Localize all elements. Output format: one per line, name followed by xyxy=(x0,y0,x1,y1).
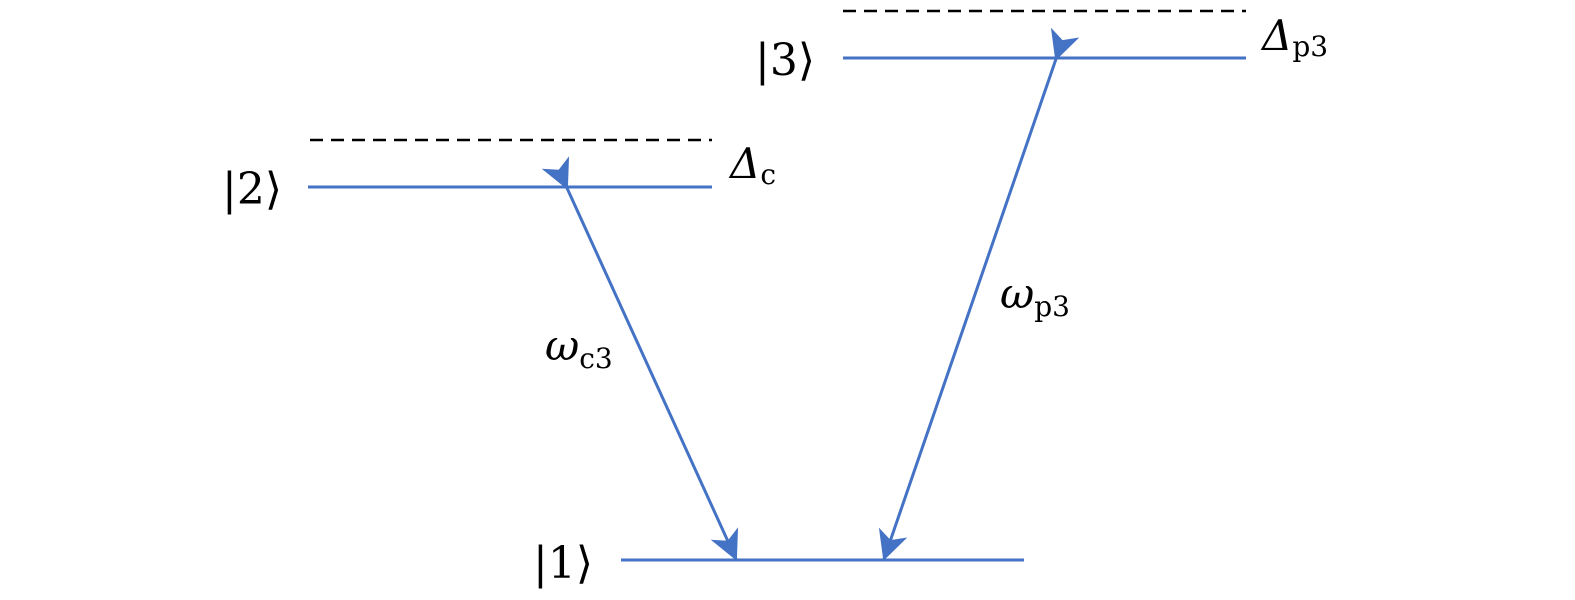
transition-arrow-c3 xyxy=(541,156,739,561)
detuning-subscript-c: c xyxy=(760,158,776,191)
detuning-label-p3: Δp3 xyxy=(1260,11,1328,63)
detuning-symbol-p3: Δ xyxy=(1260,11,1292,60)
detuning-subscript-p3: p3 xyxy=(1292,30,1328,63)
level-label-2: |2⟩ xyxy=(222,164,282,215)
transition-label-c3: ωc3 xyxy=(545,321,613,375)
transition-symbol-c3: ω xyxy=(545,321,579,370)
transition-symbol-p3: ω xyxy=(1000,269,1034,318)
level-label-1: |1⟩ xyxy=(533,538,593,589)
transition-subscript-c3: c3 xyxy=(579,342,613,375)
transition-subscript-p3: p3 xyxy=(1034,290,1070,323)
detuning-label-c: Δc xyxy=(728,139,776,191)
detuning-symbol-c: Δ xyxy=(728,139,760,188)
level-label-3: |3⟩ xyxy=(755,35,815,86)
transition-arrow-p3 xyxy=(878,27,1080,561)
transition-label-p3: ωp3 xyxy=(1000,269,1070,323)
